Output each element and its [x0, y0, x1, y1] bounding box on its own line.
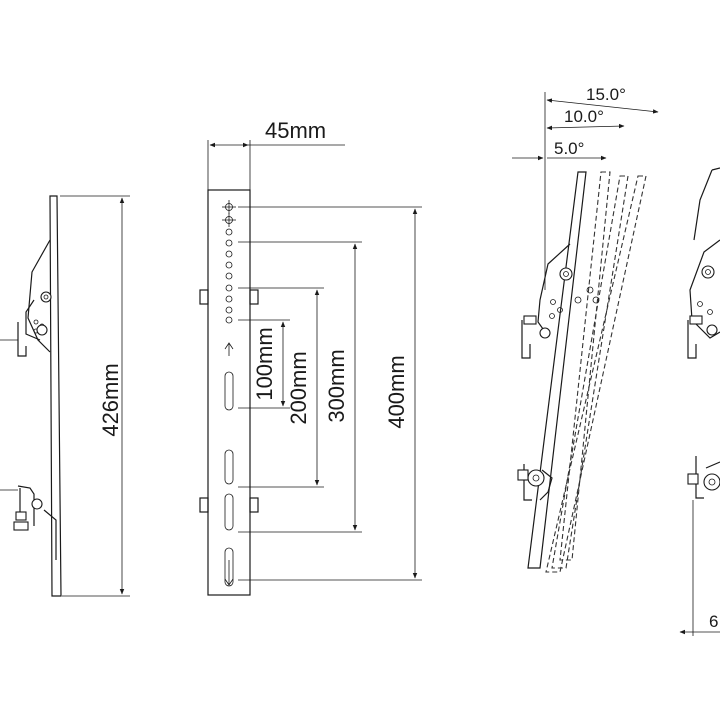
label-15-degrees: 15.0° [586, 85, 626, 104]
tilt-view-bracket [517, 92, 647, 573]
side-view-bracket [0, 195, 62, 597]
hole-column [225, 228, 233, 324]
angle-dimension-15: 15.0° [546, 85, 659, 114]
dimension-426mm: 426mm [60, 195, 130, 597]
label-5-degrees: 5.0° [554, 139, 584, 158]
partial-side-view: 6 [679, 167, 720, 636]
label-45mm: 45mm [265, 118, 326, 143]
label-300mm: 300mm [324, 349, 349, 422]
angle-dimension-5: 5.0° [512, 139, 607, 161]
dimension-400mm: 400mm [238, 206, 422, 581]
dimension-100mm: 100mm [238, 319, 290, 409]
label-400mm: 400mm [384, 355, 409, 428]
dimension-300mm: 300mm [238, 241, 362, 533]
label-10-degrees: 10.0° [564, 107, 604, 126]
label-100mm: 100mm [252, 327, 277, 400]
label-426mm: 426mm [98, 363, 123, 436]
label-depth-partial: 6 [709, 612, 718, 631]
crosshair-holes [222, 200, 236, 227]
dimension-200mm: 200mm [238, 287, 324, 488]
front-view-bracket [199, 189, 259, 596]
angle-dimension-10: 10.0° [546, 107, 625, 131]
dimension-45mm: 45mm [207, 118, 345, 190]
label-200mm: 200mm [286, 351, 311, 424]
